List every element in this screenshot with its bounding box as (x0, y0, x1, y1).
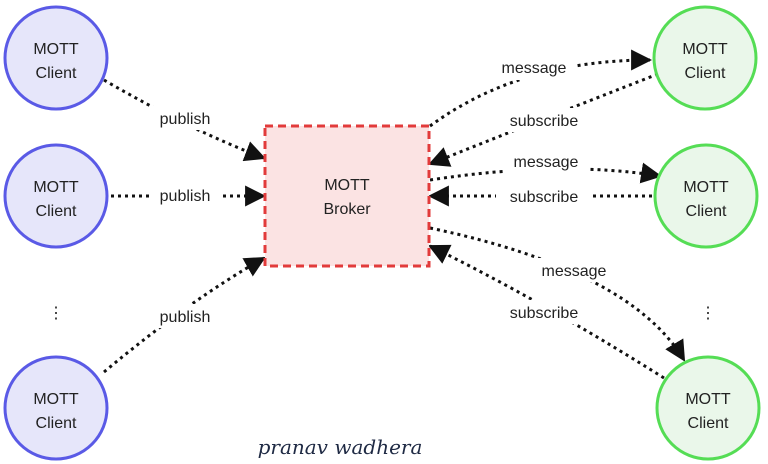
subscriber-client-3: MOTT Client (655, 355, 761, 461)
client-label-line1: MOTT (682, 41, 728, 58)
publish-label-1: publish (160, 111, 211, 128)
client-label-line2: Client (36, 65, 77, 82)
client-label-line1: MOTT (683, 179, 729, 196)
client-label-line1: MOTT (685, 391, 731, 408)
edge-labels: publish publish publish message subscrib… (150, 56, 616, 328)
publisher-ellipsis: ⋮ (48, 305, 64, 322)
author-signature: pranav wadhera (258, 435, 423, 459)
subscribe-label-3: subscribe (510, 305, 579, 322)
message-label-3: message (542, 263, 607, 280)
message-edge-2 (429, 162, 663, 184)
message-label-1: message (502, 60, 567, 77)
client-label-line1: MOTT (33, 179, 79, 196)
publisher-client-1: MOTT Client (3, 5, 109, 111)
broker-box (263, 124, 431, 268)
subscriber-client-2: MOTT Client (653, 143, 759, 249)
subscriber-client-1: MOTT Client (652, 5, 758, 111)
broker-node: MOTT Broker (263, 124, 431, 268)
client-label-line2: Client (36, 415, 77, 432)
publisher-client-3: MOTT Client (3, 355, 109, 461)
client-label-line2: Client (36, 203, 77, 220)
broker-label-line2: Broker (323, 201, 371, 218)
publish-label-2: publish (160, 188, 211, 205)
message-edge-3 (429, 226, 686, 362)
publish-label-3: publish (160, 309, 211, 326)
message-label-2: message (514, 154, 579, 171)
subscribe-label-2: subscribe (510, 189, 579, 206)
publisher-client-2: MOTT Client (3, 143, 109, 249)
client-label-line1: MOTT (33, 391, 79, 408)
client-label-line1: MOTT (33, 41, 79, 58)
subscriber-ellipsis: ⋮ (700, 305, 716, 322)
client-label-line2: Client (685, 65, 726, 82)
publish-edge-1 (103, 78, 266, 162)
client-label-line2: Client (686, 203, 727, 220)
client-label-line2: Client (688, 415, 729, 432)
subscribe-label-1: subscribe (510, 113, 579, 130)
broker-label-line1: MOTT (324, 177, 370, 194)
